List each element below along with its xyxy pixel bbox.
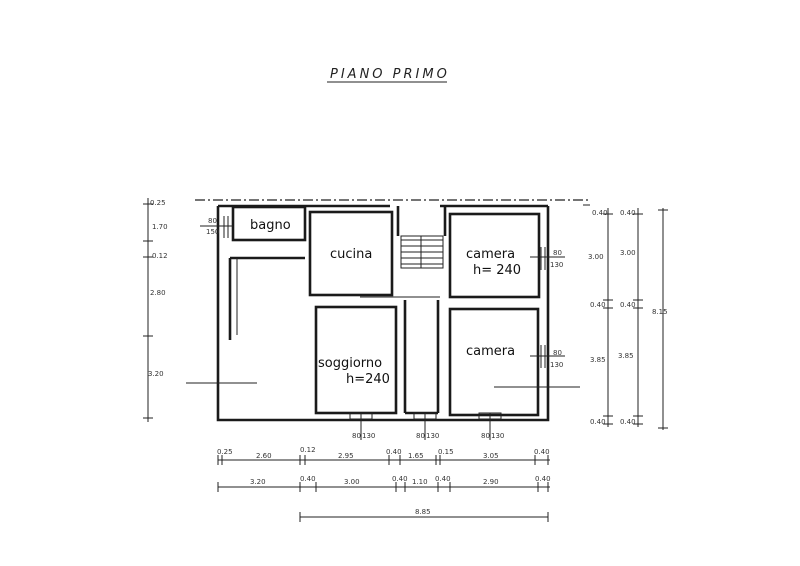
bottom-row1-dim-1: 0.25 [217, 448, 233, 456]
bottom-row1-dim-2: 2.60 [256, 452, 272, 460]
svg-text:150: 150 [206, 228, 219, 236]
right-inner-dim-2: 3.00 [588, 253, 604, 261]
svg-text:80: 80 [416, 432, 425, 440]
left-dim-5: 3.20 [148, 370, 164, 378]
right-total-dimension: 8.15 [652, 208, 668, 430]
room-soggiorno: soggiorno h=240 [314, 305, 398, 415]
right-outer-dim-1: 0.40 [620, 209, 636, 217]
right-inner-dim-4: 3.85 [590, 356, 606, 364]
right-total-dim: 8.15 [652, 308, 668, 316]
right-outer-dim-3: 0.40 [620, 301, 636, 309]
room-cucina: cucina [308, 210, 394, 297]
left-dim-4: 2.80 [150, 289, 166, 297]
plan-title: PIANO PRIMO [330, 67, 450, 82]
bottom-row2-dim-3: 3.00 [344, 478, 360, 486]
room-label-bagno: bagno [250, 218, 291, 233]
svg-text:130: 130 [426, 432, 439, 440]
staircase [396, 206, 447, 269]
right-inner-dim-1: 0.40 [592, 209, 608, 217]
svg-text:130: 130 [550, 361, 563, 369]
left-corridor [228, 256, 305, 340]
svg-text:80: 80 [208, 217, 217, 225]
svg-text:80: 80 [553, 349, 562, 357]
bottom-row1-dim-7: 0.15 [438, 448, 454, 456]
left-dim-2: 1.70 [152, 223, 168, 231]
bottom-dimension-row-1: 0.25 2.60 0.12 2.95 0.40 1.65 0.15 3.05 … [217, 446, 550, 465]
bottom-row1-dim-8: 3.05 [483, 452, 499, 460]
room-label-camera-bottom: camera [466, 344, 515, 359]
left-dim-1: 0.25 [150, 199, 166, 207]
right-dimension-chain-outer: 0.40 3.00 0.40 3.85 0.40 [618, 208, 643, 427]
bottom-row1-dim-5: 0.40 [386, 448, 402, 456]
svg-text:130: 130 [550, 261, 563, 269]
camera-bottom-window-marker: 80 130 [530, 345, 565, 369]
bottom-row2-dim-5: 1.10 [412, 478, 428, 486]
room-height-camera-top: h= 240 [473, 263, 521, 278]
bottom-row2-dim-1: 3.20 [250, 478, 266, 486]
outer-walls [216, 204, 550, 422]
right-outer-dim-4: 3.85 [618, 352, 634, 360]
svg-text:80: 80 [553, 249, 562, 257]
right-inner-dim-3: 0.40 [590, 301, 606, 309]
room-label-soggiorno: soggiorno [318, 356, 382, 371]
svg-text:80: 80 [352, 432, 361, 440]
bottom-dimension-row-2: 3.20 0.40 3.00 0.40 1.10 0.40 2.90 0.40 [217, 475, 551, 492]
right-outer-dim-5: 0.40 [620, 418, 636, 426]
right-dimension-chain-inner: 0.40 3.00 0.40 3.85 0.40 [588, 208, 613, 427]
bottom-row2-dim-2: 0.40 [300, 475, 316, 483]
left-dim-3: 0.12 [152, 252, 168, 260]
bottom-row1-dim-4: 2.95 [338, 452, 354, 460]
bottom-total-dimension: 8.85 [299, 508, 549, 522]
room-label-camera-top: camera [466, 247, 515, 262]
room-camera-bottom: camera [448, 307, 540, 417]
left-dimension-chain: 0.25 1.70 0.12 2.80 3.20 [143, 198, 168, 422]
camera-top-window-marker: 80 130 [530, 247, 565, 270]
room-camera-top: camera h= 240 [448, 212, 541, 299]
svg-text:80: 80 [481, 432, 490, 440]
right-inner-dim-5: 0.40 [590, 418, 606, 426]
bottom-row2-dim-8: 0.40 [535, 475, 551, 483]
svg-text:130: 130 [491, 432, 504, 440]
bottom-row1-dim-6: 1.65 [408, 452, 424, 460]
bottom-total-dim: 8.85 [415, 508, 431, 516]
bagno-window-marker: 80 150 [200, 216, 233, 238]
room-height-soggiorno: h=240 [346, 372, 390, 387]
svg-text:130: 130 [362, 432, 375, 440]
bottom-row2-dim-6: 0.40 [435, 475, 451, 483]
right-outer-dim-2: 3.00 [620, 249, 636, 257]
room-bagno: bagno [231, 205, 307, 242]
bottom-row2-dim-4: 0.40 [392, 475, 408, 483]
bottom-row1-dim-9: 0.40 [534, 448, 550, 456]
room-label-cucina: cucina [330, 247, 372, 262]
bottom-window-markers: 80 130 80 130 80 130 [349, 412, 504, 440]
bottom-row1-dim-3: 0.12 [300, 446, 316, 454]
central-corridor [360, 296, 440, 415]
bottom-row2-dim-7: 2.90 [483, 478, 499, 486]
